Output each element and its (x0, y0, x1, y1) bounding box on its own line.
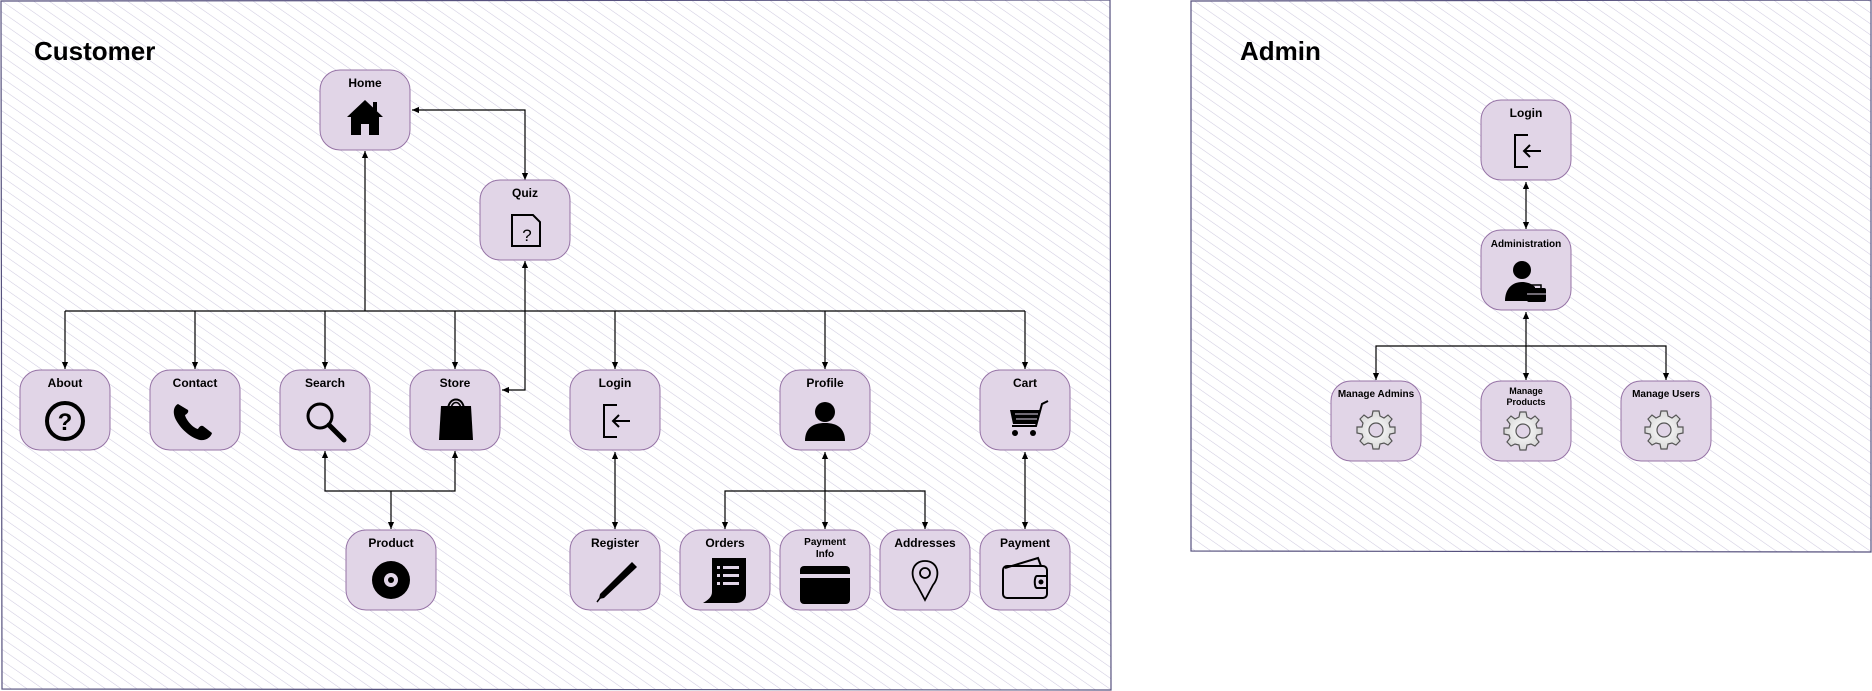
node-profile[interactable]: Profile (779, 369, 871, 451)
shopping-cart-icon (1010, 400, 1049, 436)
svg-text:Addresses: Addresses (894, 536, 956, 550)
sign-in-icon (1514, 134, 1541, 168)
node-register[interactable]: Register (569, 529, 661, 611)
admin-user-icon (1505, 261, 1546, 302)
customer-connectors (61, 106, 1029, 529)
node-manage-admins[interactable]: Manage Admins (1330, 380, 1422, 462)
edge-orders-addresses (721, 490, 929, 529)
svg-text:About: About (48, 376, 83, 390)
node-orders[interactable]: Orders (679, 529, 771, 611)
help-circle-icon: ? (45, 401, 85, 441)
customer-panel: Customer (0, 0, 1112, 691)
svg-text:Search: Search (305, 376, 345, 390)
svg-text:Product: Product (368, 536, 413, 550)
svg-text:Login: Login (599, 376, 632, 390)
svg-text:Cart: Cart (1013, 376, 1037, 390)
node-store[interactable]: Store (409, 369, 501, 451)
svg-text:Payment: Payment (804, 537, 846, 548)
sign-in-icon (603, 404, 630, 438)
node-product[interactable]: Product (345, 529, 437, 611)
node-manage-users[interactable]: Manage Users (1620, 380, 1712, 462)
svg-text:?: ? (522, 226, 531, 245)
node-manage-products[interactable]: Manage Products (1480, 380, 1572, 462)
credit-card-icon (800, 566, 850, 604)
magnifier-icon (306, 402, 347, 443)
admin-panel-title: Admin (1240, 36, 1321, 66)
svg-text:Orders: Orders (705, 536, 745, 550)
svg-text:Manage: Manage (1509, 386, 1543, 396)
svg-text:Home: Home (348, 76, 382, 90)
map-pin-icon (911, 560, 939, 602)
svg-text:?: ? (58, 409, 73, 436)
svg-text:Register: Register (591, 536, 639, 550)
node-payment[interactable]: Payment (979, 529, 1071, 611)
edge-store-quiz (502, 261, 529, 394)
disc-icon (372, 561, 410, 599)
gear-icon (1356, 410, 1396, 450)
wallet-icon (1002, 556, 1048, 599)
gear-icon (1503, 411, 1543, 451)
svg-text:Login: Login (1510, 106, 1543, 120)
node-quiz[interactable]: Quiz ? (479, 179, 571, 261)
node-home[interactable]: Home (319, 69, 411, 151)
svg-text:Administration: Administration (1491, 239, 1562, 250)
node-search[interactable]: Search (279, 369, 371, 451)
edge-manage-admins-users (1372, 345, 1670, 380)
node-contact[interactable]: Contact (149, 369, 241, 451)
node-admin-login[interactable]: Login (1480, 99, 1572, 181)
node-cart[interactable]: Cart (979, 369, 1071, 451)
user-icon (805, 402, 845, 441)
question-document-icon: ? (511, 214, 541, 247)
customer-panel-title: Customer (34, 36, 155, 66)
node-addresses[interactable]: Addresses (879, 529, 971, 611)
pencil-icon (596, 562, 637, 603)
phone-icon (173, 404, 212, 441)
svg-text:Manage Users: Manage Users (1632, 389, 1700, 400)
svg-text:Store: Store (440, 376, 471, 390)
node-payment-info[interactable]: Payment Info (779, 529, 871, 611)
node-login[interactable]: Login (569, 369, 661, 451)
svg-text:Profile: Profile (806, 376, 844, 390)
node-about[interactable]: About ? (19, 369, 111, 451)
shopping-bag-icon (439, 398, 473, 440)
svg-text:Manage Admins: Manage Admins (1338, 389, 1415, 400)
edge-search-store (321, 451, 459, 492)
svg-text:Quiz: Quiz (512, 186, 538, 200)
svg-text:Contact: Contact (173, 376, 218, 390)
svg-text:Products: Products (1506, 397, 1545, 407)
gear-icon (1644, 410, 1684, 450)
receipt-list-icon (703, 558, 746, 603)
svg-text:Info: Info (816, 549, 834, 560)
edge-home-quiz (412, 106, 529, 180)
svg-text:Payment: Payment (1000, 536, 1050, 550)
admin-connectors (1372, 182, 1670, 380)
node-administration[interactable]: Administration (1480, 229, 1572, 311)
house-icon (347, 100, 383, 135)
